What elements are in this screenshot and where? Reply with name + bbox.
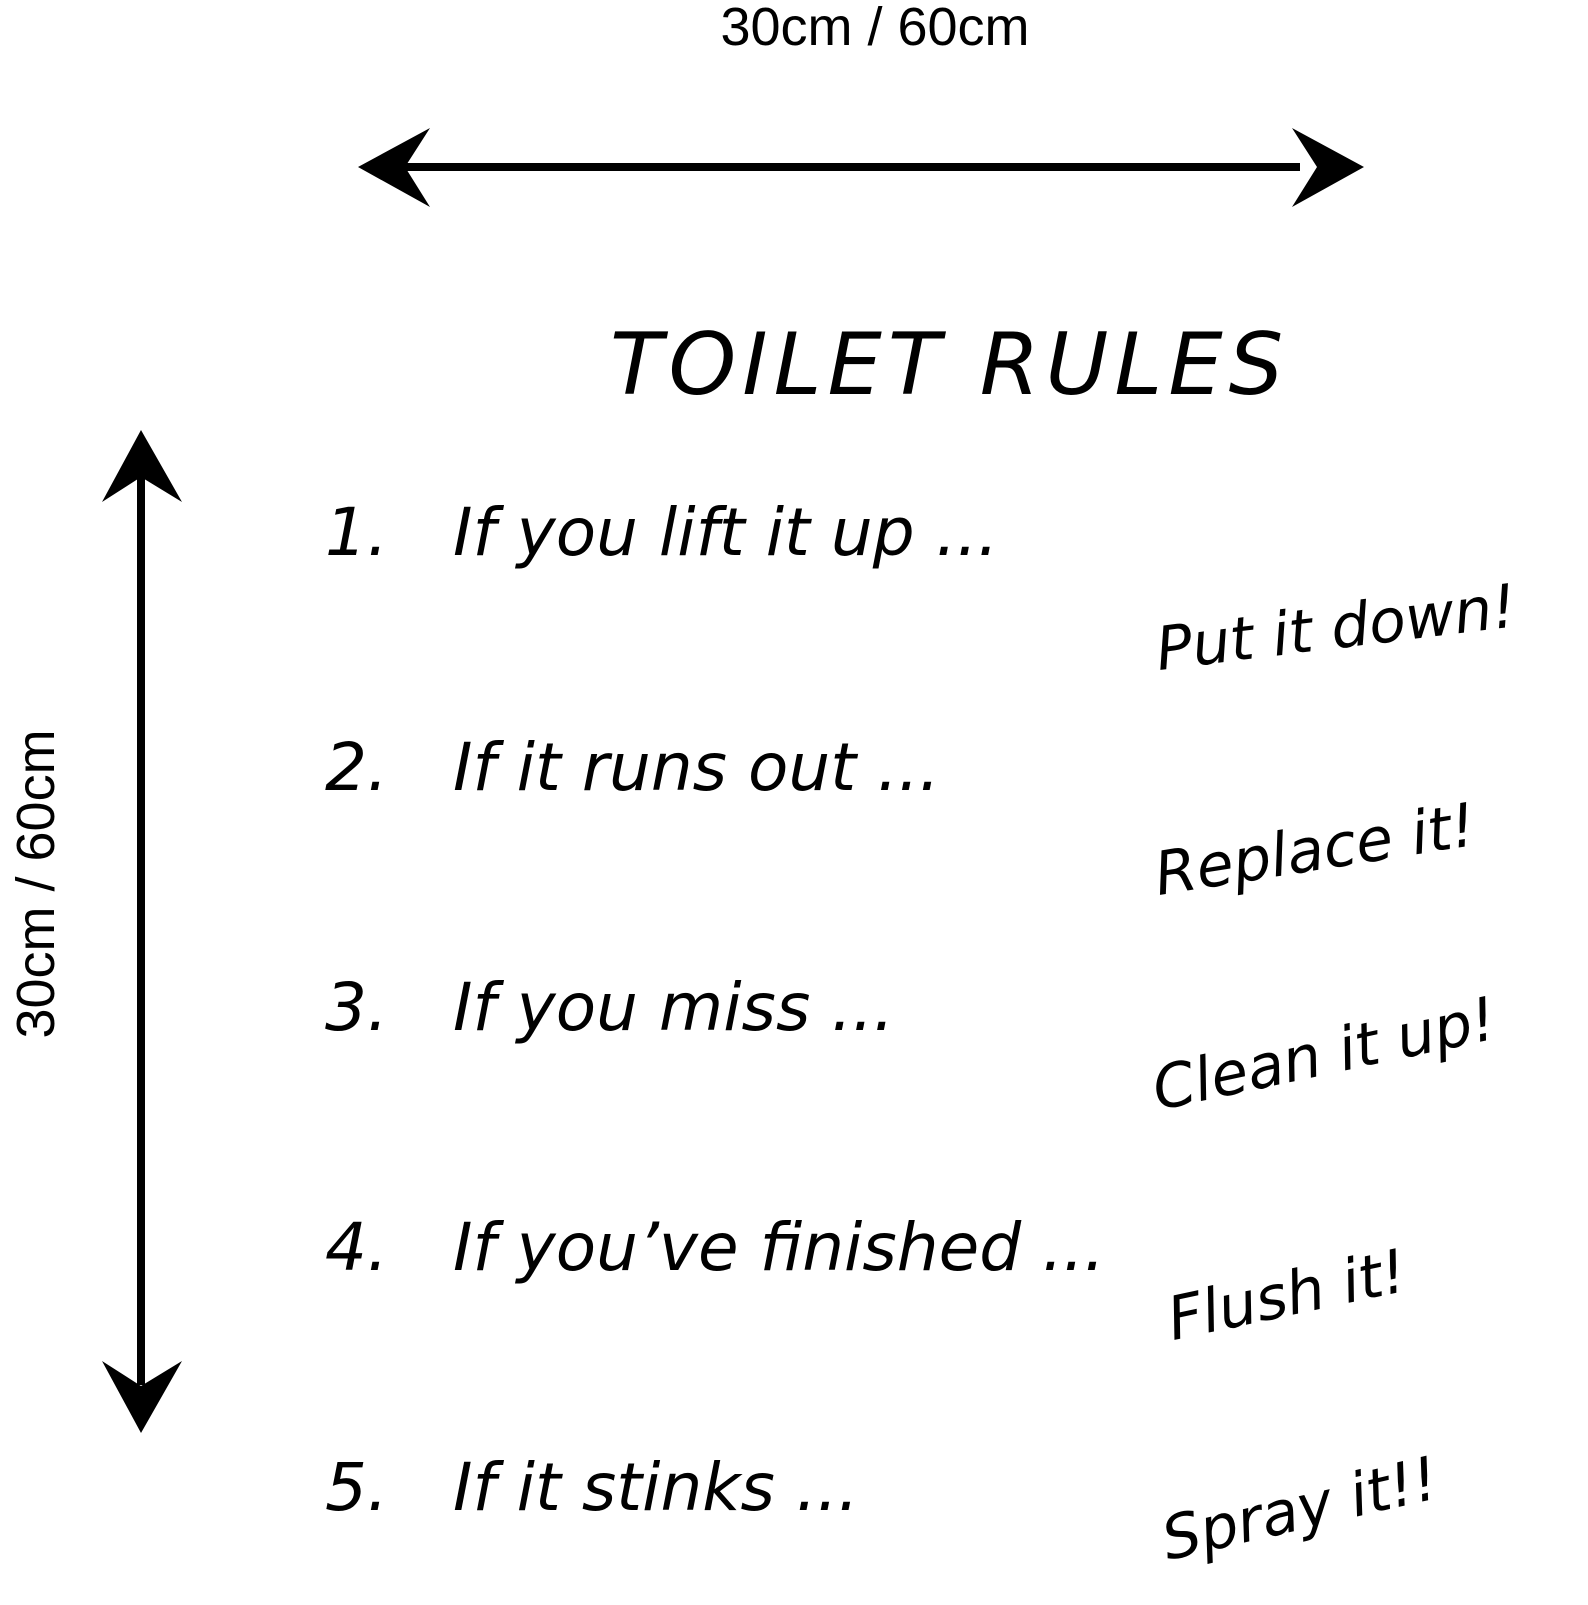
rule-condition: If it runs out ... xyxy=(453,729,941,806)
arrow-left-head-icon xyxy=(358,128,430,207)
rule-condition: If you miss ... xyxy=(453,969,895,1046)
sign-title: TOILET RULES xyxy=(610,315,1290,415)
rule-2: 2.If it runs out ... xyxy=(325,735,940,801)
arrow-up-head-icon xyxy=(102,430,182,502)
rule-5: 5.If it stinks ... xyxy=(325,1455,859,1521)
rule-4: 4.If you’ve finished ... xyxy=(325,1215,1105,1281)
rule-number: 2. xyxy=(325,729,388,806)
rule-3: 3.If you miss ... xyxy=(325,975,894,1041)
rule-number: 4. xyxy=(325,1209,388,1286)
rule-number: 3. xyxy=(325,969,388,1046)
rule-1: 1.If you lift it up ... xyxy=(325,500,999,566)
rule-number: 1. xyxy=(325,494,388,571)
width-dimension-label: 30cm / 60cm xyxy=(720,0,1030,57)
arrow-down-head-icon xyxy=(102,1361,182,1433)
rule-condition: If you’ve finished ... xyxy=(453,1209,1106,1286)
rule-number: 5. xyxy=(325,1449,388,1526)
arrow-right-head-icon xyxy=(1292,128,1364,207)
height-arrow xyxy=(102,430,182,1433)
width-arrow xyxy=(358,128,1364,207)
rule-condition: If you lift it up ... xyxy=(453,494,999,571)
rule-condition: If it stinks ... xyxy=(453,1449,859,1526)
